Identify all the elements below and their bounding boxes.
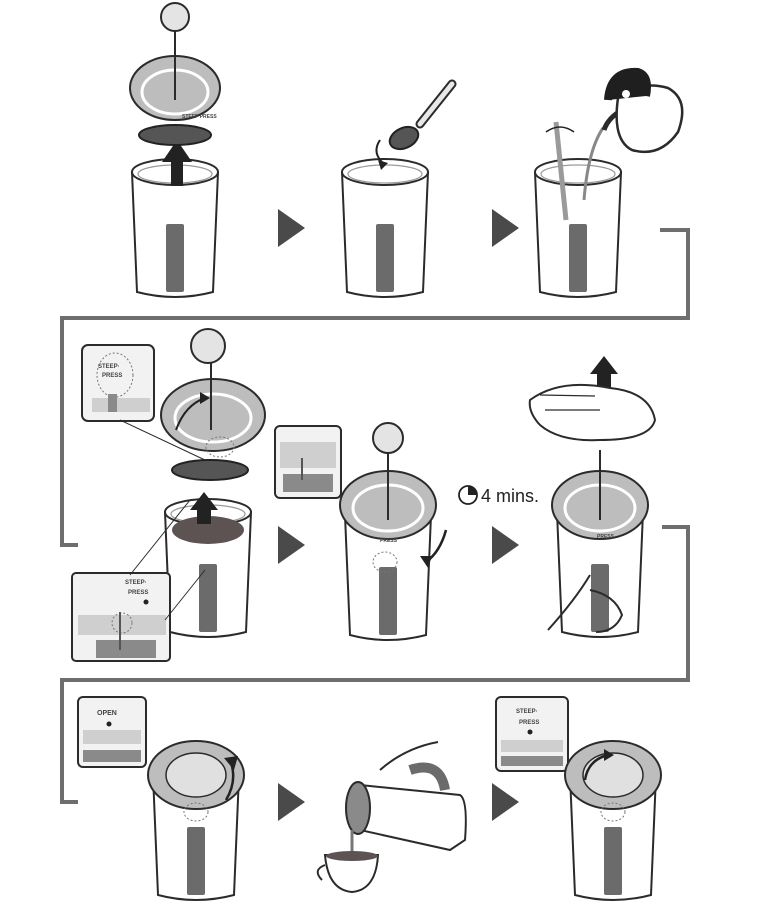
inset-text-press: PRESS [128, 590, 148, 596]
inset-text-open: OPEN [97, 710, 117, 717]
timer-icon [458, 485, 478, 505]
step-2 [341, 79, 457, 298]
detail-inset [495, 696, 569, 772]
step-arrow [278, 526, 305, 564]
inset-text-press: PRESS [519, 720, 539, 726]
step-arrow [492, 526, 519, 564]
step-9: STEEP· PRESS [495, 696, 662, 901]
step-1: STEEP PRESS [129, 2, 221, 298]
inset-text-steep: STEEP· [98, 364, 120, 370]
step-arrow [492, 783, 519, 821]
inset-text-steep: STEEP· [125, 580, 147, 586]
lid-label-steep-press: STEEP PRESS [182, 114, 217, 120]
step-6: PRESS [528, 356, 657, 638]
lid-label-press: PRESS [597, 534, 615, 540]
cup-icon [316, 851, 380, 894]
step-5: PRESS [274, 422, 448, 641]
flow-line-1 [60, 228, 690, 547]
spoon-icon [388, 79, 457, 151]
step-8 [316, 741, 467, 894]
kettle-icon [601, 67, 684, 154]
hand-icon [528, 383, 657, 442]
step-arrow [278, 209, 305, 247]
timer: 4 mins. [458, 485, 539, 506]
timer-label: 4 mins. [481, 486, 539, 506]
step-3 [534, 67, 684, 298]
step-arrow [278, 783, 305, 821]
step-7: OPEN [77, 696, 245, 901]
flow-line-2 [60, 525, 690, 804]
step-arrow [492, 209, 519, 247]
inset-text-press: PRESS [102, 373, 122, 379]
inset-text-steep: STEEP· [516, 709, 538, 715]
lid-label-press: PRESS [380, 538, 398, 544]
step-4: STEEP· PRESS STEEP· PRESS [71, 328, 266, 662]
